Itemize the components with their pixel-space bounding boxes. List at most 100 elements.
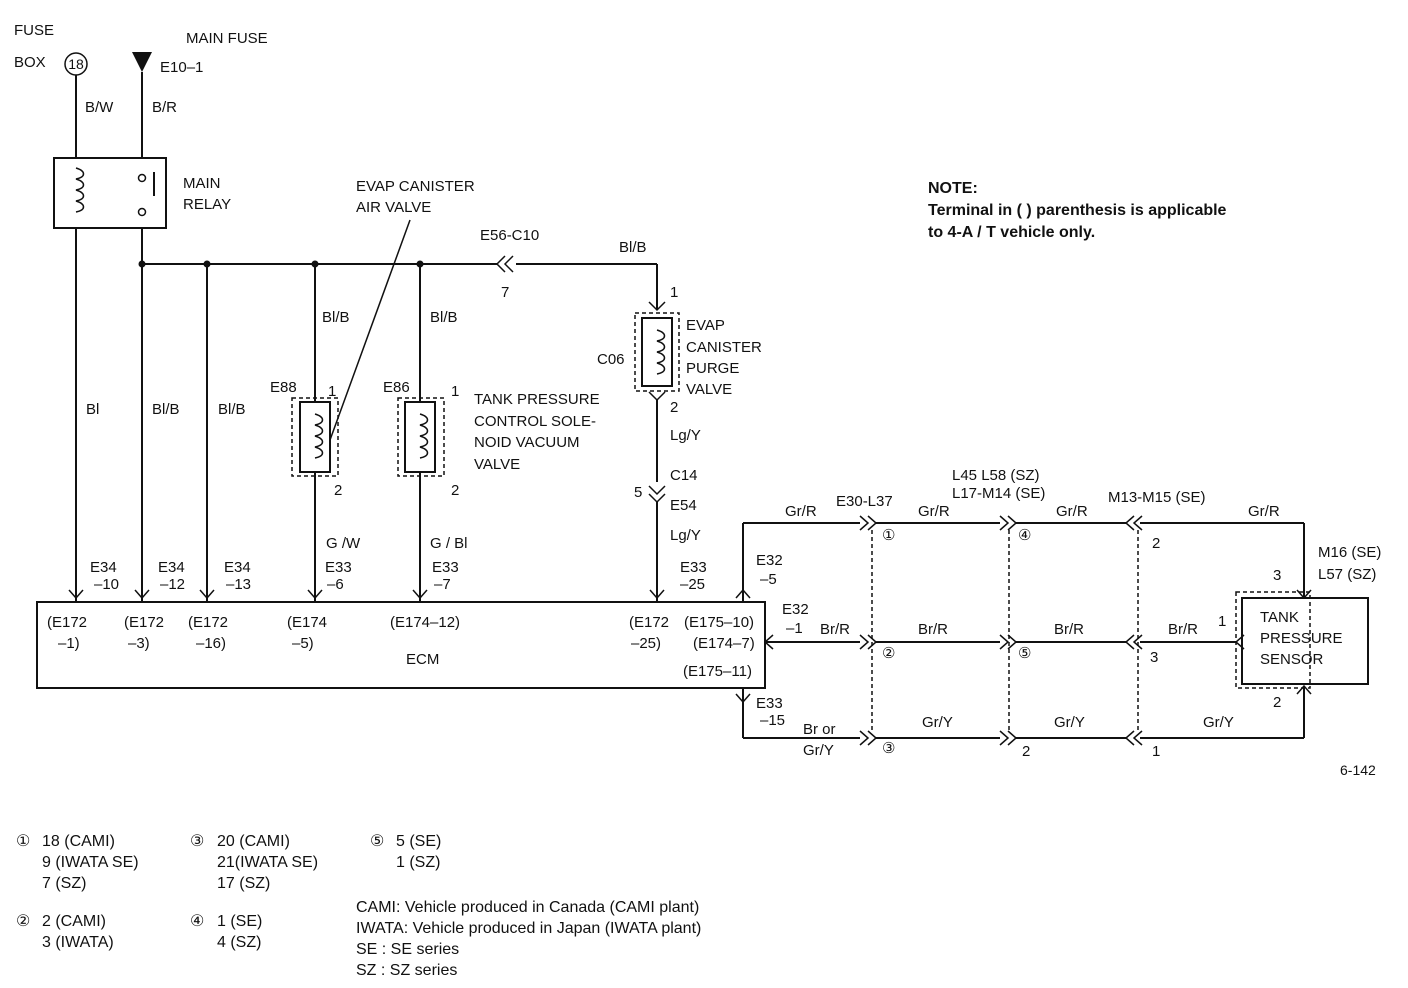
purge-valve-label-4: VALVE <box>686 381 732 398</box>
wire-label-grr-2: Gr/R <box>918 503 950 520</box>
connector-m13-pin-mid: 3 <box>1150 649 1158 666</box>
ecm-term-6-top: E33 <box>680 559 707 576</box>
connector-circle-4: ④ <box>1018 527 1031 544</box>
wire-label-gry-3: Gr/Y <box>1203 714 1234 731</box>
relay-label-2: RELAY <box>183 196 231 213</box>
ecm-pin-1-line2: –1) <box>58 635 80 652</box>
fuse-box-label-2: BOX <box>14 54 46 71</box>
ecm-term-3-bot: –13 <box>226 576 251 593</box>
purge-valve-connector: C06 <box>597 351 625 368</box>
air-valve-pin-1: 1 <box>328 383 336 400</box>
sensor-connector-se: M16 (SE) <box>1318 544 1381 561</box>
sensor-label-1: TANK <box>1260 609 1299 626</box>
ecm-term-2-top: E34 <box>158 559 185 576</box>
legend: ① 18 (CAMI) 9 (IWATA SE) 7 (SZ) ② 2 (CAM… <box>16 833 701 979</box>
legend-c3-line3: 17 (SZ) <box>217 875 270 892</box>
fuse-number: 18 <box>68 56 84 72</box>
wire-label-blb-1: Bl/B <box>152 401 180 418</box>
ecm-pin-6-line1: (E172 <box>629 614 669 631</box>
ecm-pin-5-line1: (E174–12) <box>390 614 460 631</box>
sensor-label-2: PRESSURE <box>1260 630 1343 647</box>
connector-l45-pin: 2 <box>1022 743 1030 760</box>
connector-m13-bot-icon <box>1124 730 1143 746</box>
legend-cami: CAMI: Vehicle produced in Canada (CAMI p… <box>356 899 699 916</box>
fuse-box-label-1: FUSE <box>14 22 54 39</box>
ecm-term-1-top: E34 <box>90 559 117 576</box>
ecm-pin-3-line1: (E172 <box>188 614 228 631</box>
ecm-pin-3-line2: –16) <box>196 635 226 652</box>
ecm-pin-6-line2: –25) <box>631 635 661 652</box>
ecm-pin-1-line1: (E172 <box>47 614 87 631</box>
air-valve-label-1: EVAP CANISTER <box>356 178 475 195</box>
legend-iwata: IWATA: Vehicle produced in Japan (IWATA … <box>356 920 701 937</box>
legend-c5-line1: 5 (SE) <box>396 833 441 850</box>
connector-circle-1: ① <box>882 527 895 544</box>
sensor-pin-2: 2 <box>1273 694 1281 711</box>
air-valve-label-2: AIR VALVE <box>356 199 431 216</box>
legend-c4-line2: 4 (SZ) <box>217 934 261 951</box>
tank-valve-label-3: NOID VACUUM <box>474 434 580 451</box>
purge-valve-coil-icon <box>656 329 666 375</box>
legend-c3-line1: 20 (CAMI) <box>217 833 290 850</box>
air-valve-leader-line <box>329 219 411 441</box>
connector-e30-bot-icon <box>859 730 878 746</box>
ecm-pin-right-3: (E175–11) <box>683 663 752 680</box>
wire-label-gry-2: Gr/Y <box>1054 714 1085 731</box>
tank-valve-pin-1: 1 <box>451 383 459 400</box>
legend-c3-line2: 21(IWATA SE) <box>217 854 318 871</box>
legend-c4-line1: 1 (SE) <box>217 913 262 930</box>
ecm-pin-right-1: (E175–10) <box>684 614 754 631</box>
legend-c1-line3: 7 (SZ) <box>42 875 86 892</box>
main-fuse-terminal: E10–1 <box>160 59 203 76</box>
wire-label-lgy-2: Lg/Y <box>670 527 701 544</box>
connector-c14-icon <box>648 485 666 504</box>
wire-label-blb-4: Bl/B <box>430 309 458 326</box>
ecm-e33-bot-pin: –15 <box>760 712 785 729</box>
connector-c14-label: C14 <box>670 467 698 484</box>
legend-se: SE : SE series <box>356 941 459 958</box>
main-relay <box>53 157 167 229</box>
wire-label-brr-3: Br/R <box>1054 621 1084 638</box>
note-line-2: to 4-A / T vehicle only. <box>928 224 1095 241</box>
connector-m13-pin-top: 2 <box>1152 535 1160 552</box>
sensor-connector-sz: L57 (SZ) <box>1318 566 1376 583</box>
wire-label-gw: G /W <box>326 535 361 552</box>
connector-l45-mid-icon <box>999 634 1018 650</box>
relay-coil-icon <box>75 167 85 213</box>
wire-label-brr-1: Br/R <box>820 621 850 638</box>
legend-c4-mark: ④ <box>190 913 204 930</box>
tank-valve-connector: E86 <box>383 379 410 396</box>
relay-label-1: MAIN <box>183 175 221 192</box>
legend-c3-mark: ③ <box>190 833 204 850</box>
legend-c1-line1: 18 (CAMI) <box>42 833 115 850</box>
legend-c2-line2: 3 (IWATA) <box>42 934 114 951</box>
purge-valve-label-3: PURGE <box>686 360 739 377</box>
legend-c2-line1: 2 (CAMI) <box>42 913 106 930</box>
ecm-term-1-bot: –10 <box>94 576 119 593</box>
ecm-label: ECM <box>406 651 439 668</box>
wire-label-brr-4: Br/R <box>1168 621 1198 638</box>
legend-c2-mark: ② <box>16 913 30 930</box>
note-title: NOTE: <box>928 180 978 197</box>
tank-pressure-sensor-box <box>1241 597 1369 685</box>
ecm-pin-2-line1: (E172 <box>124 614 164 631</box>
wire-label-grr-4: Gr/R <box>1248 503 1280 520</box>
wire-label-blb-3: Bl/B <box>322 309 350 326</box>
connector-l17-label: L17-M14 (SE) <box>952 485 1045 502</box>
air-valve-connector: E88 <box>270 379 297 396</box>
connector-e56-label: E56-C10 <box>480 227 539 244</box>
tank-valve-pin-2: 2 <box>451 482 459 499</box>
connector-e30-top-icon <box>859 515 878 531</box>
note-line-1: Terminal in ( ) parenthesis is applicabl… <box>928 202 1227 219</box>
air-valve-coil-icon <box>314 413 324 459</box>
connector-e30-mid-icon <box>859 634 878 650</box>
ecm-e32-mid-pin: –1 <box>786 620 803 637</box>
wire-label-blb-2: Bl/B <box>218 401 246 418</box>
connector-m13-mid-icon <box>1124 634 1143 650</box>
connector-circle-2: ② <box>882 645 895 662</box>
ecm-term-5-top: E33 <box>432 559 459 576</box>
wire-label-bror: Br or <box>803 721 836 738</box>
air-valve-pin-2: 2 <box>334 482 342 499</box>
connector-l45-bot-icon <box>999 730 1018 746</box>
